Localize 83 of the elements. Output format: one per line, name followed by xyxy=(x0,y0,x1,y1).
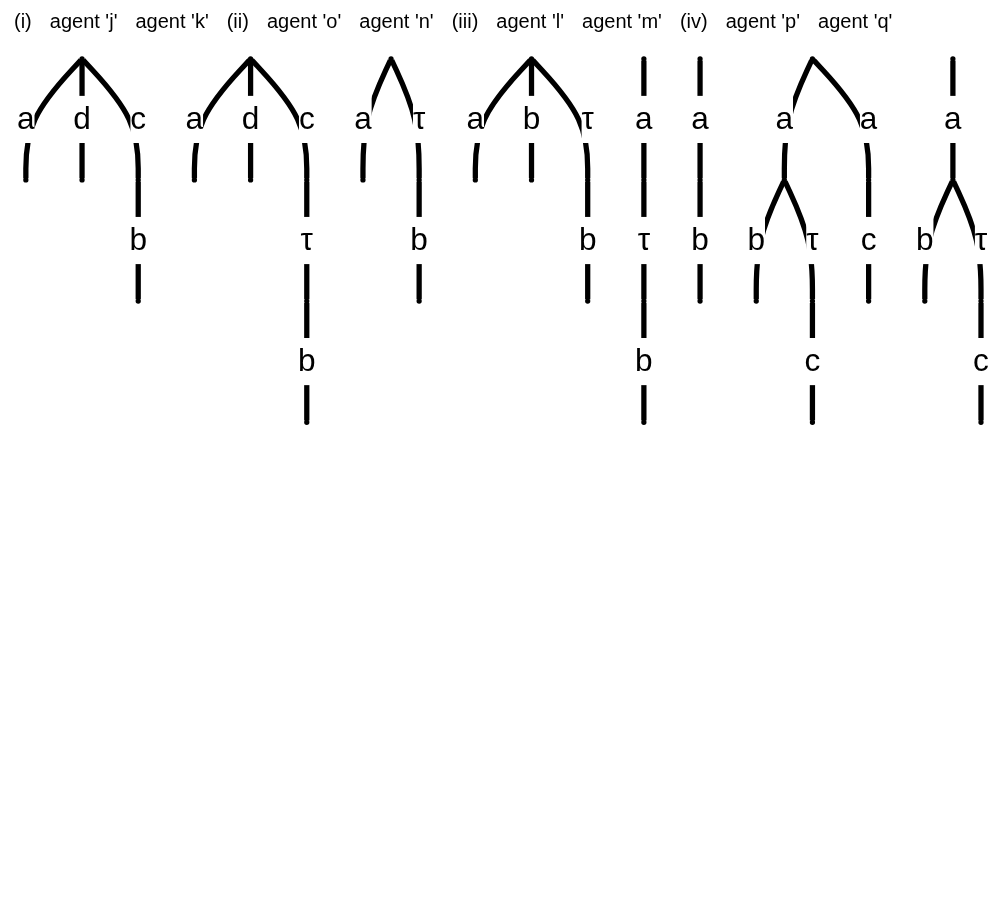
node-circle xyxy=(865,298,871,304)
edge-label: a xyxy=(16,100,35,137)
edge-label: τ xyxy=(637,222,650,258)
node-circle xyxy=(949,177,956,183)
edge-label: c xyxy=(860,222,877,258)
node-circle xyxy=(781,177,787,183)
node-circle xyxy=(640,177,647,183)
edge-label: d xyxy=(241,100,259,137)
edge-label: a xyxy=(353,100,372,137)
edge-label: a xyxy=(466,100,484,137)
text-label: agent 'j' xyxy=(49,10,118,33)
edge-label: b xyxy=(634,343,653,379)
node-circle xyxy=(191,177,197,183)
text-label: agent 'n' xyxy=(359,10,434,33)
node-circle xyxy=(753,298,759,304)
text-label: (i) xyxy=(14,10,32,33)
text-label: (ii) xyxy=(226,10,249,33)
edge-label: τ xyxy=(580,100,594,137)
edge-label: b xyxy=(128,222,147,258)
node-circle xyxy=(416,298,422,304)
node-circle xyxy=(865,177,871,183)
node-circle xyxy=(696,177,703,183)
node-circle xyxy=(949,56,956,62)
node-circle xyxy=(977,298,984,304)
edge-label: c xyxy=(804,343,820,379)
text-label: (iii) xyxy=(451,10,479,33)
edge-label: τ xyxy=(412,100,425,137)
node-circle xyxy=(303,177,309,183)
edge-label: a xyxy=(690,100,709,137)
node-circle xyxy=(809,56,815,62)
node-circle xyxy=(584,177,590,183)
node-circle xyxy=(640,298,647,304)
edge-label: b xyxy=(409,222,428,258)
edge-label: b xyxy=(746,222,765,258)
edge-label: c xyxy=(298,100,315,137)
edge-label: τ xyxy=(300,222,313,258)
edge-label: a xyxy=(775,100,793,137)
edge-label: a xyxy=(859,100,877,137)
text-label: agent 'm' xyxy=(582,10,662,33)
node-circle xyxy=(135,298,141,304)
node-circle xyxy=(809,419,815,425)
node-circle xyxy=(359,177,366,183)
edge-label: c xyxy=(129,100,146,137)
node-circle xyxy=(977,419,984,425)
node-circle xyxy=(387,56,394,62)
edge-label: τ xyxy=(805,222,819,258)
edge-label: a xyxy=(185,100,203,137)
node-circle xyxy=(640,56,647,62)
edge-label: τ xyxy=(974,222,987,258)
text-label: agent 'l' xyxy=(496,10,564,33)
edge-label: b xyxy=(690,222,709,258)
text-label: agent 'o' xyxy=(266,10,342,33)
node-circle xyxy=(921,298,927,304)
node-circle xyxy=(584,298,590,304)
edge-label: a xyxy=(943,100,962,137)
node-circle xyxy=(78,56,85,62)
edge-label: b xyxy=(915,222,934,258)
text-label: agent 'k' xyxy=(135,10,209,33)
node-circle xyxy=(809,298,815,304)
node-circle xyxy=(640,419,647,425)
node-circle xyxy=(247,177,253,183)
text-label: agent 'p' xyxy=(725,10,801,33)
text-label: agent 'q' xyxy=(818,10,893,33)
node-circle xyxy=(135,177,141,183)
edge-label: a xyxy=(634,100,653,137)
edge-label: c xyxy=(972,343,989,379)
connector xyxy=(811,58,871,179)
edge-label: b xyxy=(522,100,540,137)
node-circle xyxy=(247,56,253,62)
node-circle xyxy=(696,56,703,62)
node-circle xyxy=(528,56,534,62)
node-circle xyxy=(303,298,309,304)
edge-label: b xyxy=(297,343,316,379)
text-label: (iv) xyxy=(679,10,708,33)
node-circle xyxy=(472,177,478,183)
node-circle xyxy=(78,177,85,183)
node-circle xyxy=(528,177,534,183)
edge-label: b xyxy=(578,222,597,258)
node-circle xyxy=(22,177,28,183)
node-circle xyxy=(416,177,422,183)
edge-label: d xyxy=(72,100,91,137)
node-circle xyxy=(303,419,309,425)
node-circle xyxy=(696,298,703,304)
